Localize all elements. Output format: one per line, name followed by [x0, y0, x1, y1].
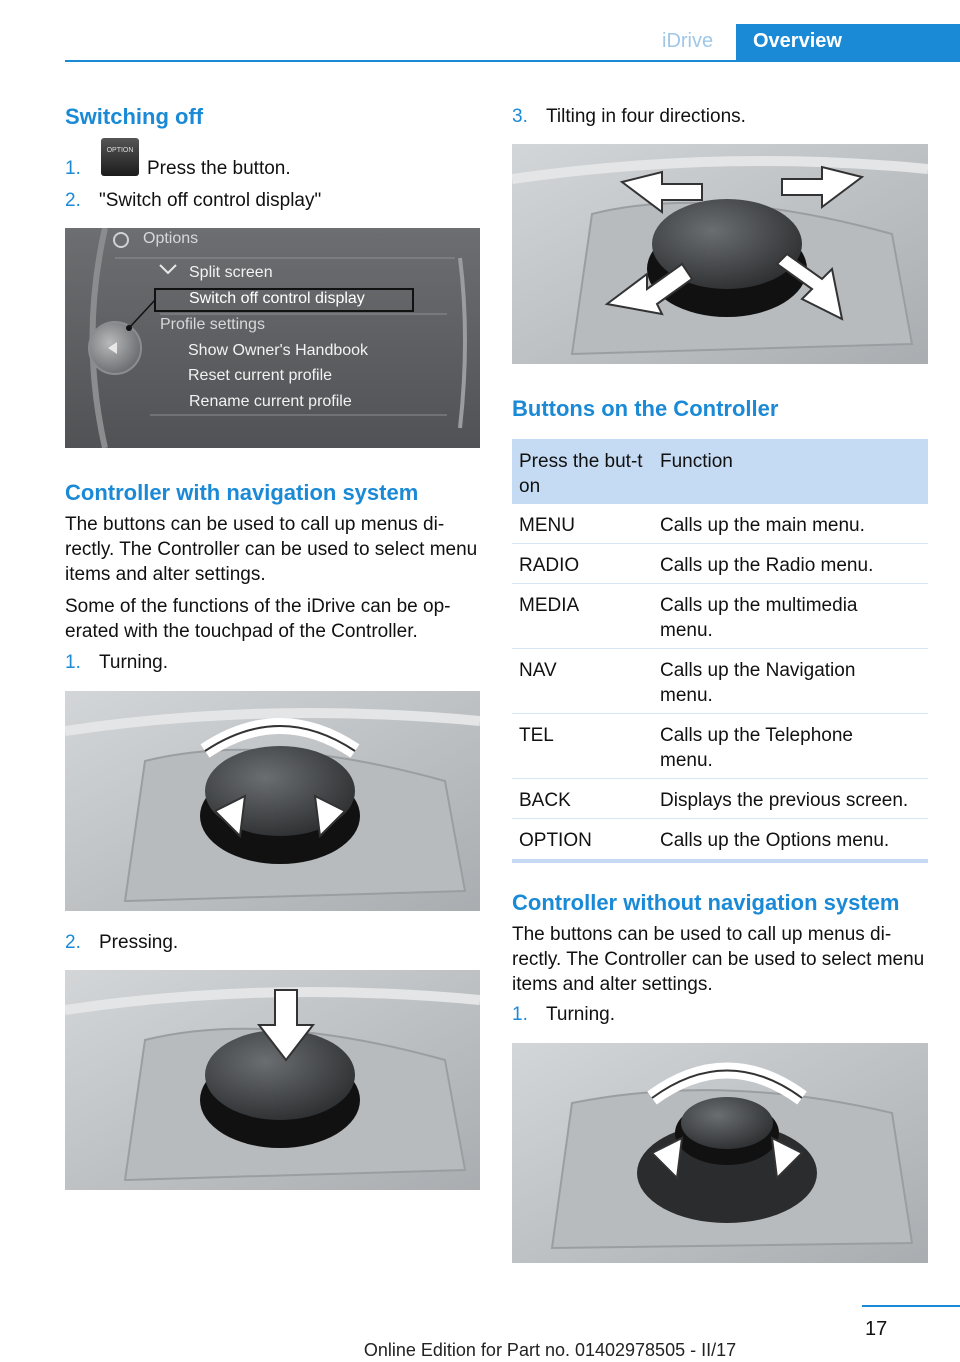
table-cell: Calls up the multimedia menu. — [660, 595, 858, 641]
table-cell: RADIO — [519, 555, 580, 576]
table-row: TEL Calls up the Telephone menu. — [512, 714, 928, 779]
step-text: Press the button. — [147, 158, 291, 179]
step-number: 1. — [65, 158, 81, 179]
table-header-cell: Press the but-ton — [519, 451, 643, 497]
step-number: 1. — [65, 652, 81, 673]
table-cell: MENU — [519, 515, 575, 536]
paragraph: The buttons can be used to call up menus… — [65, 514, 478, 585]
table-header: Press the but-ton Function — [512, 439, 928, 504]
menu-item: Profile settings — [160, 316, 265, 333]
table-cell: Calls up the main menu. — [660, 515, 865, 536]
option-button-icon: OPTION — [101, 138, 139, 176]
menu-item: Split screen — [189, 264, 273, 281]
table-cell: Calls up the Telephone menu. — [660, 725, 853, 771]
table-bottom-rule — [512, 859, 928, 863]
header-section-label: iDrive — [662, 30, 714, 52]
table-cell: OPTION — [519, 830, 592, 851]
paragraph: The buttons can be used to call up menus… — [512, 924, 925, 995]
table-cell: Calls up the Navigation menu. — [660, 660, 856, 706]
table-row: MEDIA Calls up the multimedia menu. — [512, 584, 928, 649]
table-cell: NAV — [519, 660, 557, 681]
step-number: 2. — [65, 932, 81, 953]
step-text: Turning. — [546, 1004, 615, 1025]
table-row: RADIO Calls up the Radio menu. — [512, 544, 928, 584]
controller-no-nav-turning-figure — [512, 1043, 928, 1263]
edition-text: Online Edition for Part no. 01402978505 … — [363, 1340, 737, 1360]
header-tab: Overview — [736, 24, 960, 62]
controller-tilting-figure — [512, 144, 928, 364]
controller-pressing-figure — [65, 970, 480, 1190]
step-item: 1. OPTION Press the button. — [65, 138, 480, 179]
section-title-buttons: Buttons on the Controller — [512, 396, 779, 421]
step-number: 3. — [512, 106, 528, 127]
paragraph: Some of the functions of the iDrive can … — [65, 596, 451, 642]
page-number: 17 — [865, 1318, 888, 1340]
step-text: Pressing. — [99, 932, 179, 953]
table-cell: Displays the previous screen. — [660, 790, 909, 811]
step-number: 2. — [65, 190, 81, 211]
table-row: BACK Displays the previous screen. — [512, 779, 928, 819]
options-menu-figure: Options Split screen Switch off control … — [65, 228, 480, 448]
table-cell: TEL — [519, 725, 554, 746]
section-title-without-nav: Controller without navigation system — [512, 890, 900, 915]
step-number: 1. — [512, 1004, 528, 1025]
table-cell: Calls up the Radio menu. — [660, 555, 874, 576]
table-header-cell: Function — [660, 451, 733, 472]
menu-item-selected: Switch off control display — [189, 290, 365, 307]
step-text: Tilting in four directions. — [546, 106, 746, 127]
footer-rule — [862, 1305, 960, 1307]
menu-item: Show Owner's Handbook — [188, 342, 369, 359]
table-row: NAV Calls up the Navigation menu. — [512, 649, 928, 714]
section-title-with-nav: Controller with navigation system — [65, 480, 419, 505]
page-header: iDrive Overview — [65, 0, 960, 62]
menu-item: Reset current profile — [188, 367, 333, 384]
step-text: "Switch off control display" — [99, 190, 322, 211]
menu-item: Rename current profile — [189, 393, 352, 410]
table-row: MENU Calls up the main menu. — [512, 504, 928, 544]
table-row: OPTION Calls up the Options menu. — [512, 819, 928, 859]
section-title-switching-off: Switching off — [65, 104, 204, 129]
option-button-label: OPTION — [106, 147, 134, 154]
table-cell: BACK — [519, 790, 571, 811]
table-cell: MEDIA — [519, 595, 580, 616]
controller-turning-figure — [65, 691, 480, 911]
step-text: Turning. — [99, 652, 168, 673]
table-cell: Calls up the Options menu. — [660, 830, 890, 851]
menu-title: Options — [143, 230, 199, 247]
buttons-table: Press the but-ton Function MENU Calls up… — [512, 439, 928, 863]
